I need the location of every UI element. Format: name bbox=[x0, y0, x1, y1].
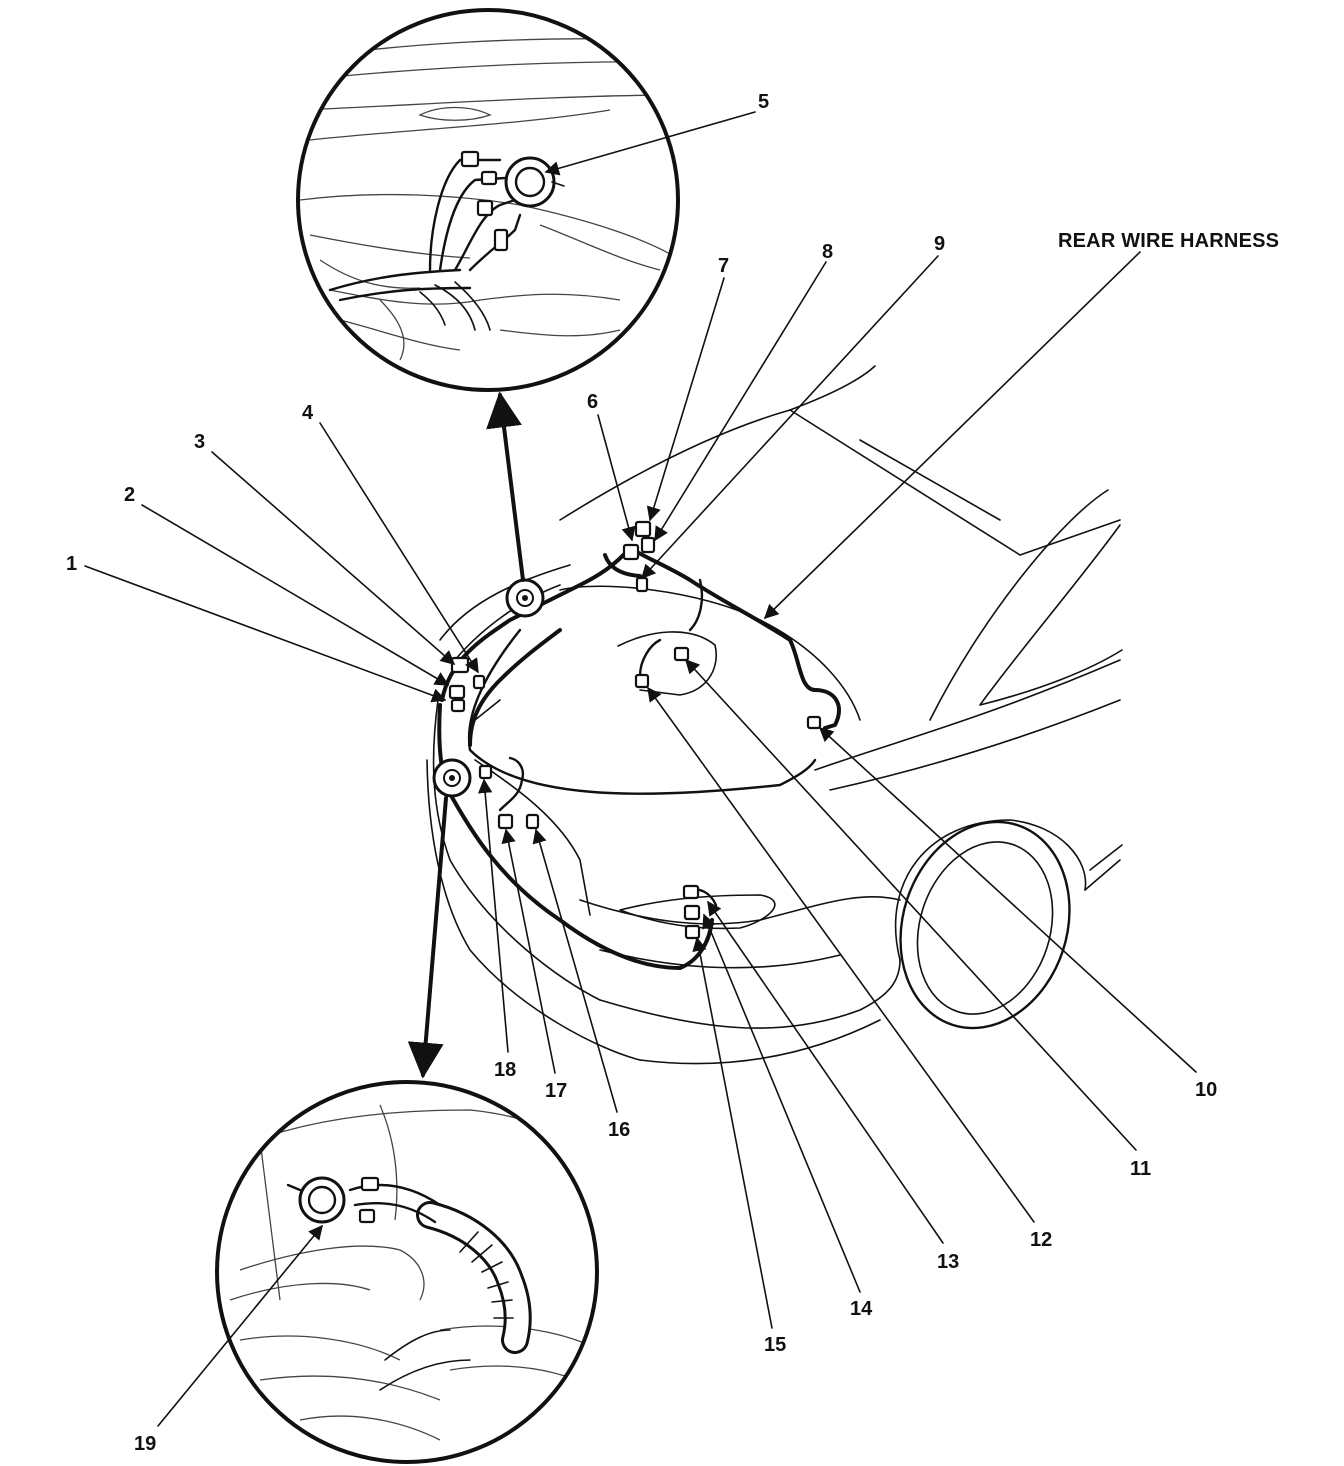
detail-circle-upper bbox=[296, 8, 680, 392]
car-body-outline bbox=[426, 365, 1123, 1065]
callout-14: 14 bbox=[850, 1298, 873, 1320]
callout-9: 9 bbox=[934, 233, 945, 255]
callout-11: 11 bbox=[1130, 1158, 1151, 1180]
callout-16: 16 bbox=[608, 1119, 630, 1141]
harness-label: REAR WIRE HARNESS bbox=[1058, 230, 1279, 252]
callout-1: 1 bbox=[66, 553, 77, 575]
ground-bolt-upper bbox=[505, 578, 545, 618]
detail-link-arrow-upper bbox=[486, 391, 525, 582]
callout-19: 19 bbox=[134, 1433, 156, 1455]
detail-link-arrow-lower bbox=[407, 796, 448, 1079]
callout-12: 12 bbox=[1030, 1229, 1052, 1251]
leader-lines bbox=[84, 111, 1197, 1427]
callout-8: 8 bbox=[822, 241, 833, 263]
callout-2: 2 bbox=[124, 484, 135, 506]
callout-4: 4 bbox=[302, 402, 314, 424]
callout-7: 7 bbox=[718, 255, 729, 277]
callout-6: 6 bbox=[587, 391, 598, 413]
connectors bbox=[448, 520, 822, 940]
callout-13: 13 bbox=[937, 1251, 959, 1273]
detail-circle-lower bbox=[215, 1080, 599, 1464]
callout-17: 17 bbox=[545, 1080, 567, 1102]
callout-10: 10 bbox=[1195, 1079, 1217, 1101]
callout-15: 15 bbox=[764, 1334, 786, 1356]
callout-5: 5 bbox=[758, 91, 769, 113]
ground-bolt-lower bbox=[432, 758, 472, 798]
callout-3: 3 bbox=[194, 431, 205, 453]
callout-18: 18 bbox=[494, 1059, 516, 1081]
